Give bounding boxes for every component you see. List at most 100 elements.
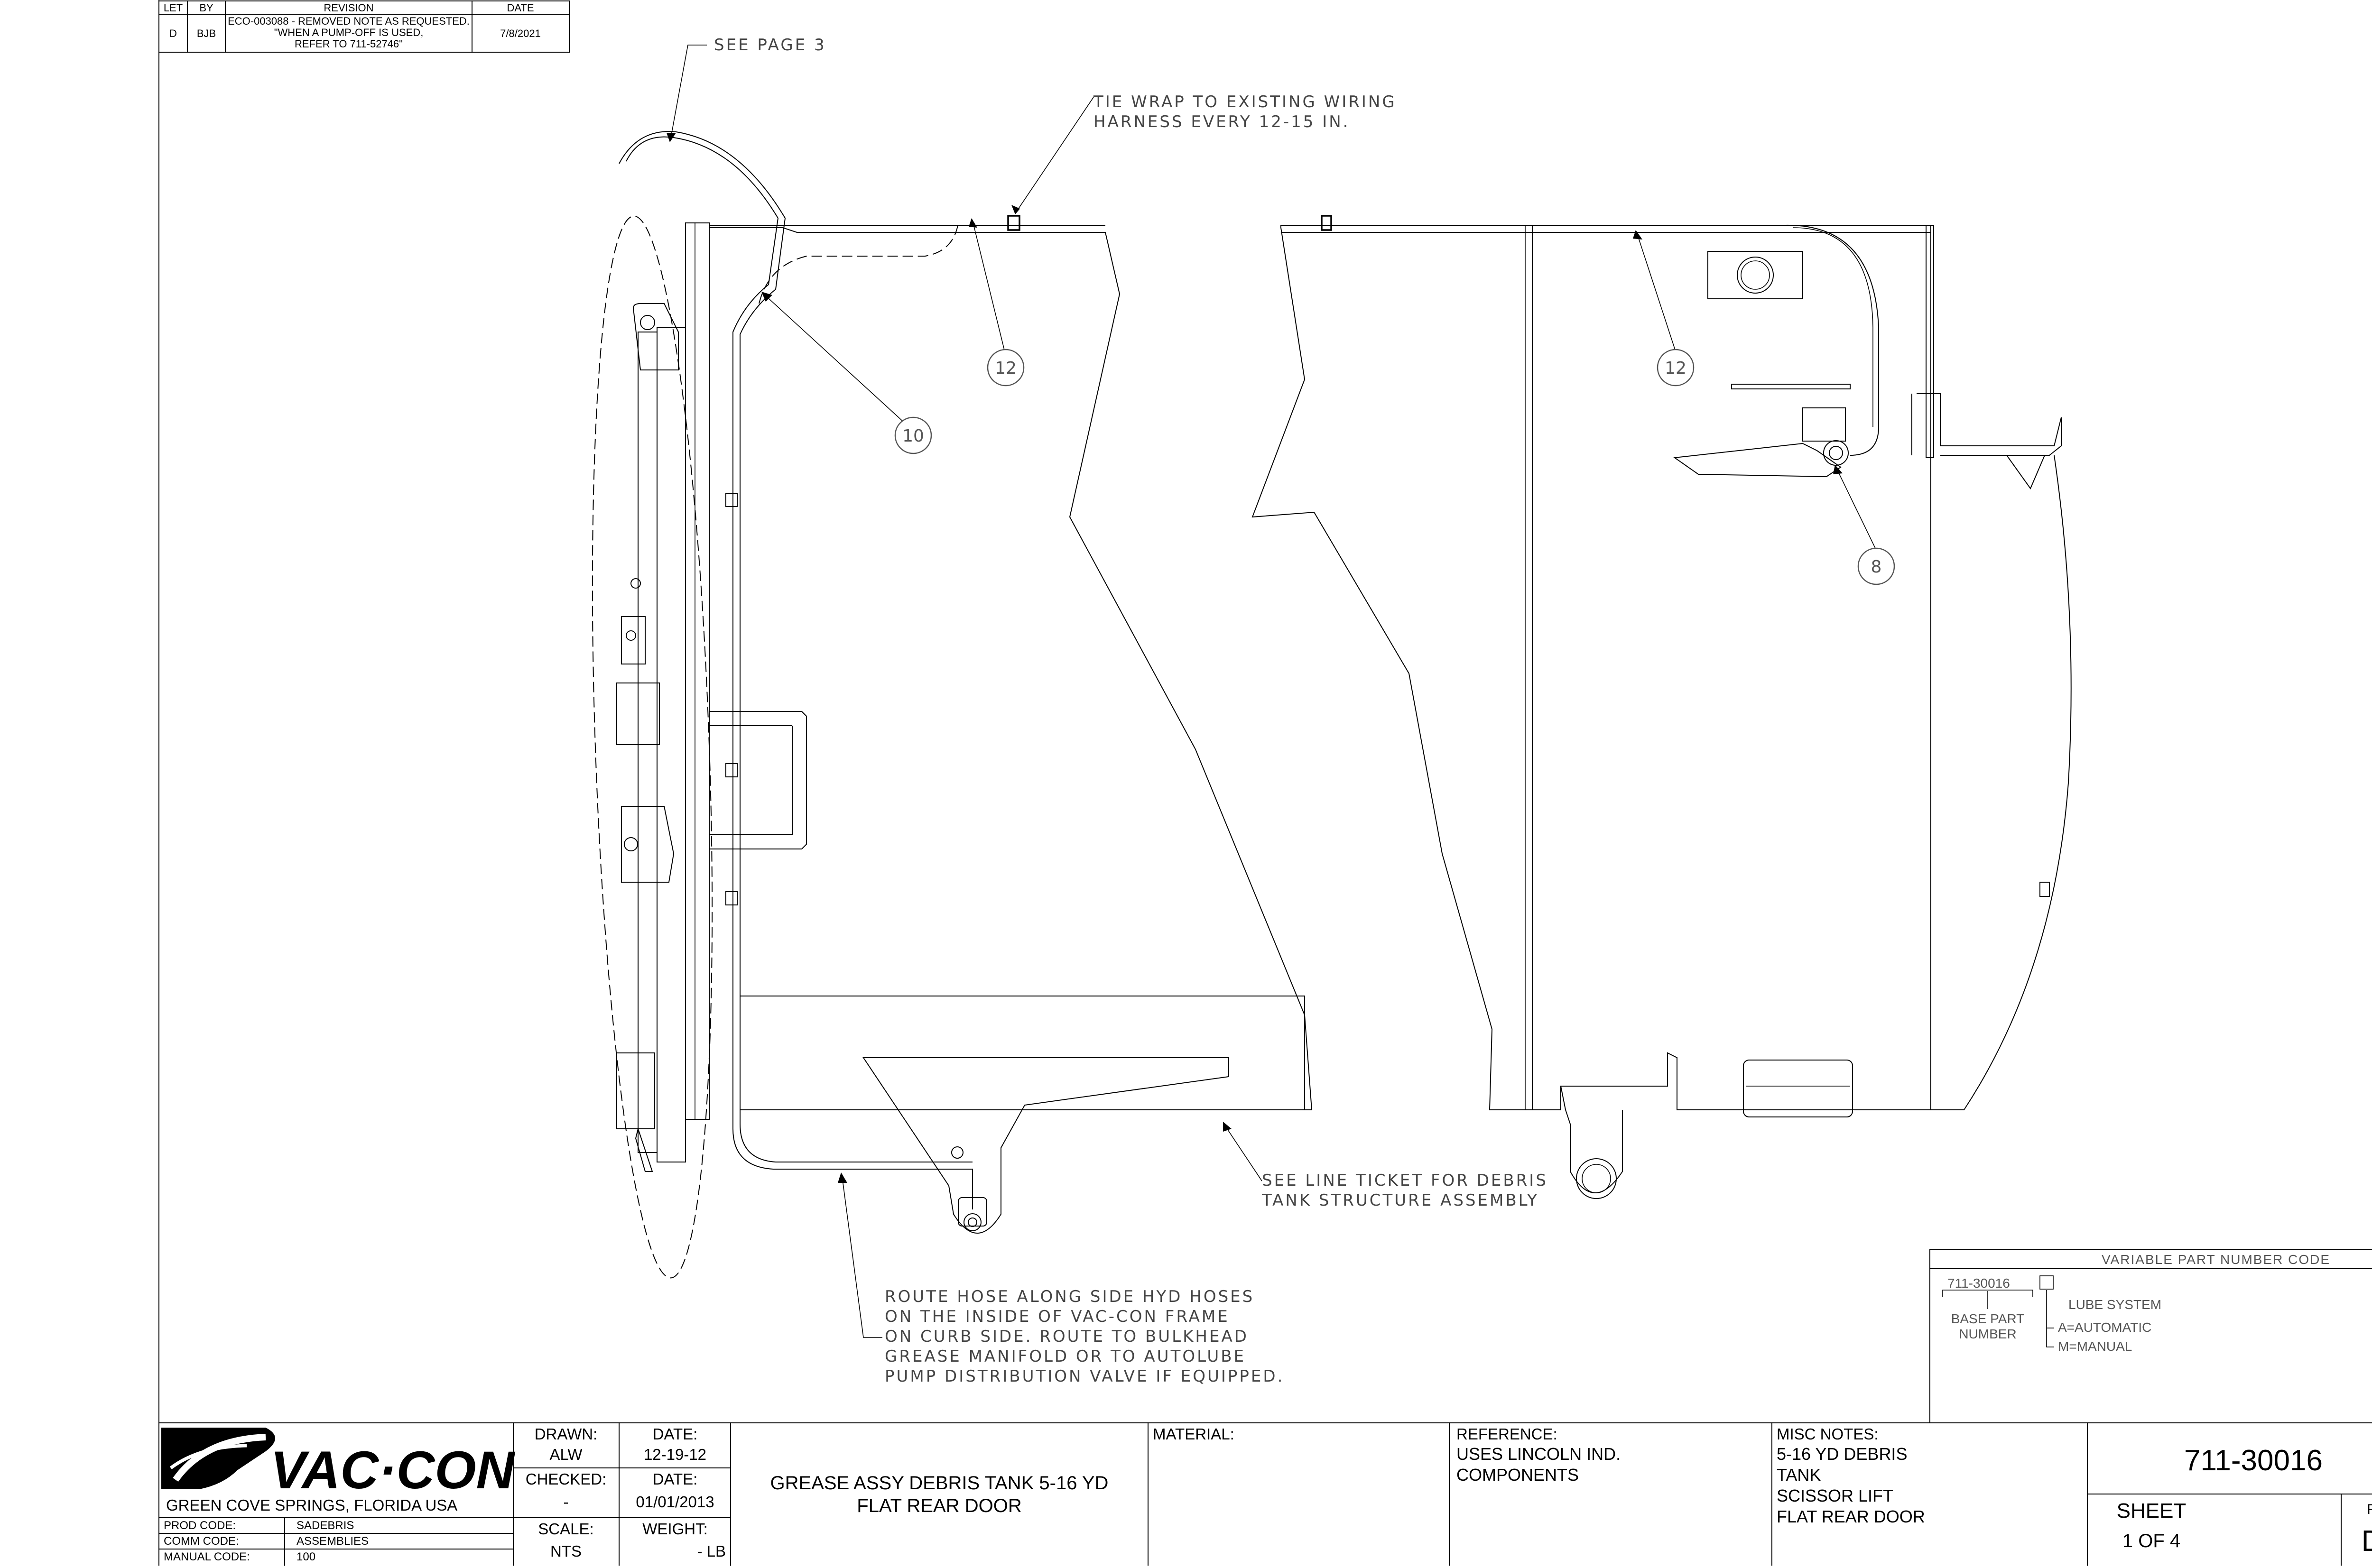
checked-value: - — [564, 1493, 569, 1511]
sheet-value: 1 OF 4 — [2122, 1531, 2180, 1551]
wiring-harness — [1783, 224, 1879, 456]
drawn-date: 12-19-12 — [644, 1446, 706, 1463]
leader-lines — [761, 97, 1877, 1338]
reference-label: REFERENCE: — [1456, 1425, 1557, 1443]
comm-code-label: COMM CODE: — [164, 1535, 239, 1548]
scissor-arm — [1673, 443, 1842, 478]
tank-rear-outline — [1251, 225, 1931, 1110]
scissor-lift-mount — [862, 1057, 1229, 1234]
note-route-hose-line: PUMP DISTRIBUTION VALVE IF EQUIPPED. — [885, 1367, 1284, 1386]
hose-clamp — [725, 493, 738, 507]
balloon-number: 8 — [1871, 557, 1882, 577]
date-label: DATE: — [653, 1470, 698, 1488]
grease-block — [1802, 407, 1846, 442]
misc-notes-label: MISC NOTES: — [1777, 1425, 1879, 1443]
rev-letter: D — [169, 28, 177, 39]
part-balloon: 8 — [1857, 547, 1895, 585]
rev-header-by: BY — [199, 2, 213, 14]
drawn-value: ALW — [549, 1446, 583, 1463]
base-part-label-line: NUMBER — [1959, 1327, 2016, 1341]
weight-value: - LB — [697, 1542, 726, 1560]
latch-bracket — [621, 616, 646, 664]
drawing-title-line: FLAT REAR DOOR — [857, 1495, 1021, 1516]
lube-option: A=AUTOMATIC — [2058, 1320, 2151, 1335]
note-line-ticket-line: SEE LINE TICKET FOR DEBRIS — [1262, 1171, 1548, 1190]
note-route-hose-line: GREASE MANIFOLD OR TO AUTOLUBE — [885, 1347, 1246, 1366]
prod-code-label: PROD CODE: — [164, 1519, 236, 1532]
misc-note-line: SCISSOR LIFT — [1777, 1486, 1893, 1505]
hose-clamp — [725, 763, 738, 777]
variable-part-number-code: VARIABLE PART NUMBER CODE 711-30016 BASE… — [1929, 1249, 2372, 1423]
lift-eye — [1560, 1086, 1623, 1193]
lube-option: M=MANUAL — [2058, 1339, 2132, 1354]
rev-value: D — [2362, 1525, 2372, 1558]
drawn-label: DRAWN: — [535, 1425, 598, 1443]
misc-note-line: TANK — [1777, 1465, 1821, 1485]
drawing-border — [158, 0, 2372, 1566]
rev-label: REV — [2367, 1502, 2372, 1517]
hinge-bracket-bottom — [616, 1052, 655, 1129]
vac-con-logo: VAC·CON — [161, 1428, 515, 1500]
scale-value: NTS — [550, 1542, 582, 1560]
see-page-leader — [671, 45, 707, 136]
part-balloon: 12 — [987, 349, 1025, 387]
note-tie-wrap-line: HARNESS EVERY 12-15 IN. — [1093, 112, 1350, 131]
part-balloon: 10 — [894, 416, 932, 454]
rear-door-assembly — [592, 45, 1313, 1279]
tie-wrap — [1007, 215, 1020, 231]
note-route-hose-line: ON CURB SIDE. ROUTE TO BULKHEAD — [885, 1327, 1249, 1346]
misc-note-line: FLAT REAR DOOR — [1777, 1507, 1925, 1526]
reference-line: COMPONENTS — [1456, 1465, 1579, 1485]
door-detail-ellipse — [592, 215, 713, 1279]
reference-line: USES LINCOLN IND. — [1456, 1444, 1621, 1464]
rev-description-line: ECO-003088 - REMOVED NOTE AS REQUESTED. — [228, 15, 470, 27]
note-route-hose-line: ON THE INSIDE OF VAC-CON FRAME — [885, 1307, 1230, 1326]
sight-port — [1707, 251, 1803, 299]
manual-code-value: 100 — [296, 1550, 315, 1563]
rear-bulkhead-curve — [1931, 455, 2072, 1110]
balloon-number: 10 — [902, 426, 924, 446]
variable-code-title: VARIABLE PART NUMBER CODE — [2102, 1252, 2330, 1267]
note-route-hose-line: ROUTE HOSE ALONG SIDE HYD HOSES — [885, 1287, 1254, 1306]
base-part-label-line: BASE PART — [1951, 1311, 2025, 1326]
date-label: DATE: — [653, 1425, 698, 1443]
rev-header-revision: REVISION — [324, 2, 373, 14]
rear-flange — [2006, 455, 2045, 490]
drawing-notes: SEE PAGE 3 TIE WRAP TO EXISTING WIRING H… — [714, 36, 1548, 1386]
tank-skid-pad — [1743, 1060, 1853, 1117]
door-handle — [709, 711, 807, 849]
hinge-bracket-top — [632, 303, 679, 370]
drawing-title-line: GREASE ASSY DEBRIS TANK 5-16 YD — [770, 1473, 1109, 1494]
part-balloon: 12 — [1657, 349, 1695, 387]
tank-front-outline — [709, 227, 1313, 1110]
note-see-page: SEE PAGE 3 — [714, 36, 826, 55]
checked-date: 01/01/2013 — [636, 1493, 714, 1511]
note-line-ticket-line: TANK STRUCTURE ASSEMBLY — [1261, 1191, 1539, 1210]
rev-description-line: REFER TO 711-52746" — [295, 38, 403, 50]
rev-header-date: DATE — [507, 2, 534, 14]
note-tie-wrap-line: TIE WRAP TO EXISTING WIRING — [1093, 92, 1397, 111]
comm-code-value: ASSEMBLIES — [296, 1535, 369, 1548]
rev-date: 7/8/2021 — [500, 28, 541, 39]
prod-code-value: SADEBRIS — [296, 1519, 354, 1532]
balloon-number: 12 — [1665, 359, 1686, 378]
hose-clamp — [725, 891, 738, 905]
rev-header-let: LET — [164, 2, 183, 14]
balloon-number: 12 — [995, 359, 1017, 378]
sheet-label: SHEET — [2117, 1499, 2187, 1522]
tank-floor-panel — [740, 996, 1305, 1110]
rev-author: BJB — [197, 28, 216, 39]
part-number: 711-30016 — [2184, 1444, 2323, 1477]
scale-label: SCALE: — [538, 1520, 593, 1538]
lube-system-label: LUBE SYSTEM — [2068, 1297, 2161, 1312]
manual-code-label: MANUAL CODE: — [164, 1550, 250, 1563]
revision-block: LET BY REVISION DATE D BJB ECO-003088 - … — [158, 0, 570, 53]
weight-label: WEIGHT: — [642, 1520, 708, 1538]
checked-label: CHECKED: — [526, 1470, 607, 1488]
title-block: VAC·CON GREEN COVE SPRINGS, FLORIDA USA … — [159, 1423, 2372, 1566]
logo-text: VAC·CON — [270, 1440, 515, 1500]
tank-rear-section — [1251, 215, 2072, 1199]
misc-note-line: 5-16 YD DEBRIS — [1777, 1444, 1907, 1464]
rev-description-line: "WHEN A PUMP-OFF IS USED, — [274, 27, 424, 38]
